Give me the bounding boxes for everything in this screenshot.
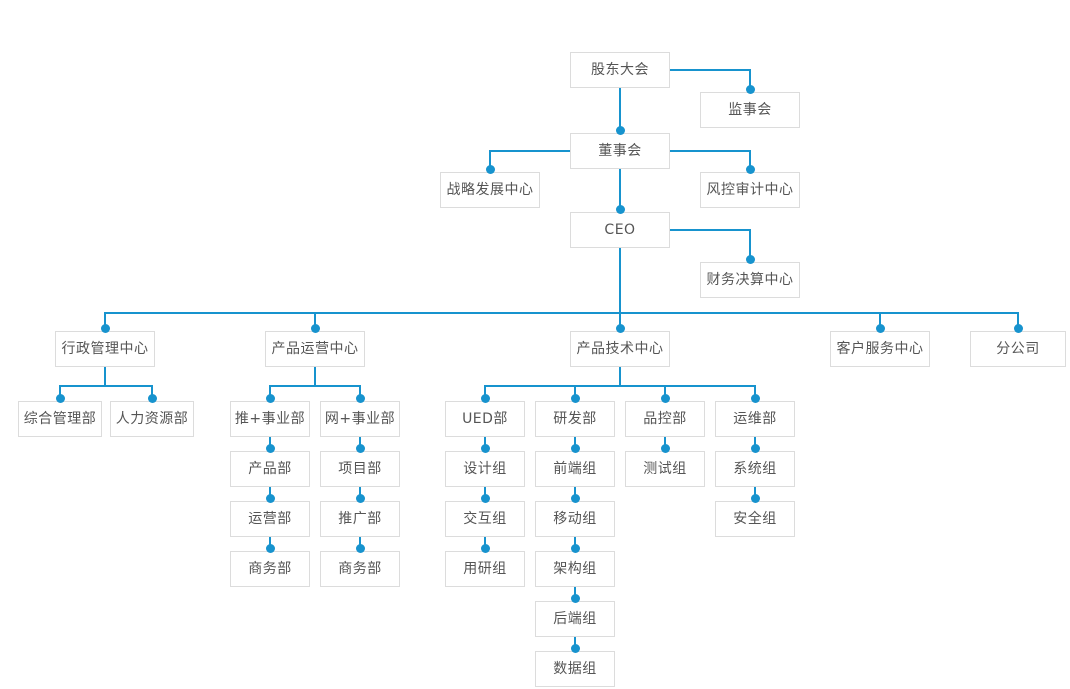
org-node-shangwubu2: 商务部	[320, 551, 400, 587]
org-node-ceshi: 测试组	[625, 451, 705, 487]
org-node-wang: 网+事业部	[320, 401, 400, 437]
connector-dot	[265, 493, 275, 503]
connector-dot	[570, 493, 580, 503]
org-node-xitong: 系统组	[715, 451, 795, 487]
connector-line	[314, 367, 316, 386]
org-node-zonghe: 综合管理部	[18, 401, 102, 437]
connector-line	[484, 385, 756, 387]
org-node-renli: 人力资源部	[110, 401, 194, 437]
org-node-tuiguangbu: 推广部	[320, 501, 400, 537]
connector-dot	[355, 543, 365, 553]
connector-dot	[750, 393, 760, 403]
org-node-ued: UED部	[445, 401, 525, 437]
connector-dot	[480, 543, 490, 553]
org-node-ceo: CEO	[570, 212, 670, 248]
org-node-anquan: 安全组	[715, 501, 795, 537]
org-node-jiaohu: 交互组	[445, 501, 525, 537]
org-node-tui: 推+事业部	[230, 401, 310, 437]
connector-line	[619, 248, 621, 313]
org-node-sheji: 设计组	[445, 451, 525, 487]
org-node-zhanlve: 战略发展中心	[440, 172, 540, 208]
connector-dot	[615, 125, 625, 135]
connector-line	[619, 367, 621, 386]
connector-dot	[750, 443, 760, 453]
org-node-shangwubu1: 商务部	[230, 551, 310, 587]
org-node-xiangmubu: 项目部	[320, 451, 400, 487]
connector-line	[669, 229, 751, 231]
connector-line	[619, 313, 621, 331]
connector-line	[619, 88, 621, 133]
org-node-gudong: 股东大会	[570, 52, 670, 88]
connector-dot	[485, 164, 495, 174]
connector-dot	[480, 443, 490, 453]
connector-dot	[750, 493, 760, 503]
connector-dot	[660, 393, 670, 403]
connector-dot	[570, 543, 580, 553]
connector-line	[59, 385, 153, 387]
connector-line	[104, 312, 1019, 314]
org-node-yunying: 产品运营中心	[265, 331, 365, 367]
connector-dot	[875, 323, 885, 333]
org-node-xingzheng: 行政管理中心	[55, 331, 155, 367]
org-node-chanpinbu: 产品部	[230, 451, 310, 487]
connector-dot	[355, 393, 365, 403]
connector-dot	[355, 443, 365, 453]
connector-dot	[480, 493, 490, 503]
connector-dot	[355, 493, 365, 503]
org-node-caiwu: 财务决算中心	[700, 262, 800, 298]
connector-line	[269, 385, 361, 387]
connector-dot	[570, 393, 580, 403]
connector-dot	[570, 643, 580, 653]
org-node-houduan: 后端组	[535, 601, 615, 637]
connector-dot	[570, 593, 580, 603]
connector-line	[749, 230, 751, 262]
connector-line	[879, 313, 881, 331]
org-node-fengongsi: 分公司	[970, 331, 1066, 367]
connector-line	[749, 151, 751, 172]
org-node-yunyingbu: 运营部	[230, 501, 310, 537]
connector-line	[669, 150, 751, 152]
connector-dot	[265, 393, 275, 403]
connector-dot	[265, 443, 275, 453]
connector-line	[104, 313, 106, 331]
connector-dot	[480, 393, 490, 403]
connector-dot	[615, 323, 625, 333]
org-node-yanfa: 研发部	[535, 401, 615, 437]
org-node-yongyan: 用研组	[445, 551, 525, 587]
connector-dot	[660, 443, 670, 453]
connector-dot	[570, 443, 580, 453]
connector-dot	[147, 393, 157, 403]
org-node-yidong: 移动组	[535, 501, 615, 537]
org-node-kefu: 客户服务中心	[830, 331, 930, 367]
connector-line	[314, 313, 316, 331]
connector-line	[489, 150, 571, 152]
org-node-jishu: 产品技术中心	[570, 331, 670, 367]
connector-line	[1017, 313, 1019, 331]
connector-dot	[745, 84, 755, 94]
org-node-dongshi: 董事会	[570, 133, 670, 169]
connector-line	[619, 169, 621, 212]
connector-line	[104, 367, 106, 386]
connector-line	[749, 70, 751, 92]
connector-dot	[745, 254, 755, 264]
org-node-pinkong: 品控部	[625, 401, 705, 437]
org-node-jianshi: 监事会	[700, 92, 800, 128]
connector-dot	[745, 164, 755, 174]
connector-dot	[55, 393, 65, 403]
connector-dot	[310, 323, 320, 333]
connector-dot	[615, 204, 625, 214]
org-node-fengkong: 风控审计中心	[700, 172, 800, 208]
org-node-qianduan: 前端组	[535, 451, 615, 487]
org-node-jiagou: 架构组	[535, 551, 615, 587]
org-node-yunwei: 运维部	[715, 401, 795, 437]
connector-line	[669, 69, 751, 71]
connector-dot	[1013, 323, 1023, 333]
connector-line	[489, 151, 491, 172]
connector-dot	[265, 543, 275, 553]
org-node-shuju: 数据组	[535, 651, 615, 687]
connector-dot	[100, 323, 110, 333]
